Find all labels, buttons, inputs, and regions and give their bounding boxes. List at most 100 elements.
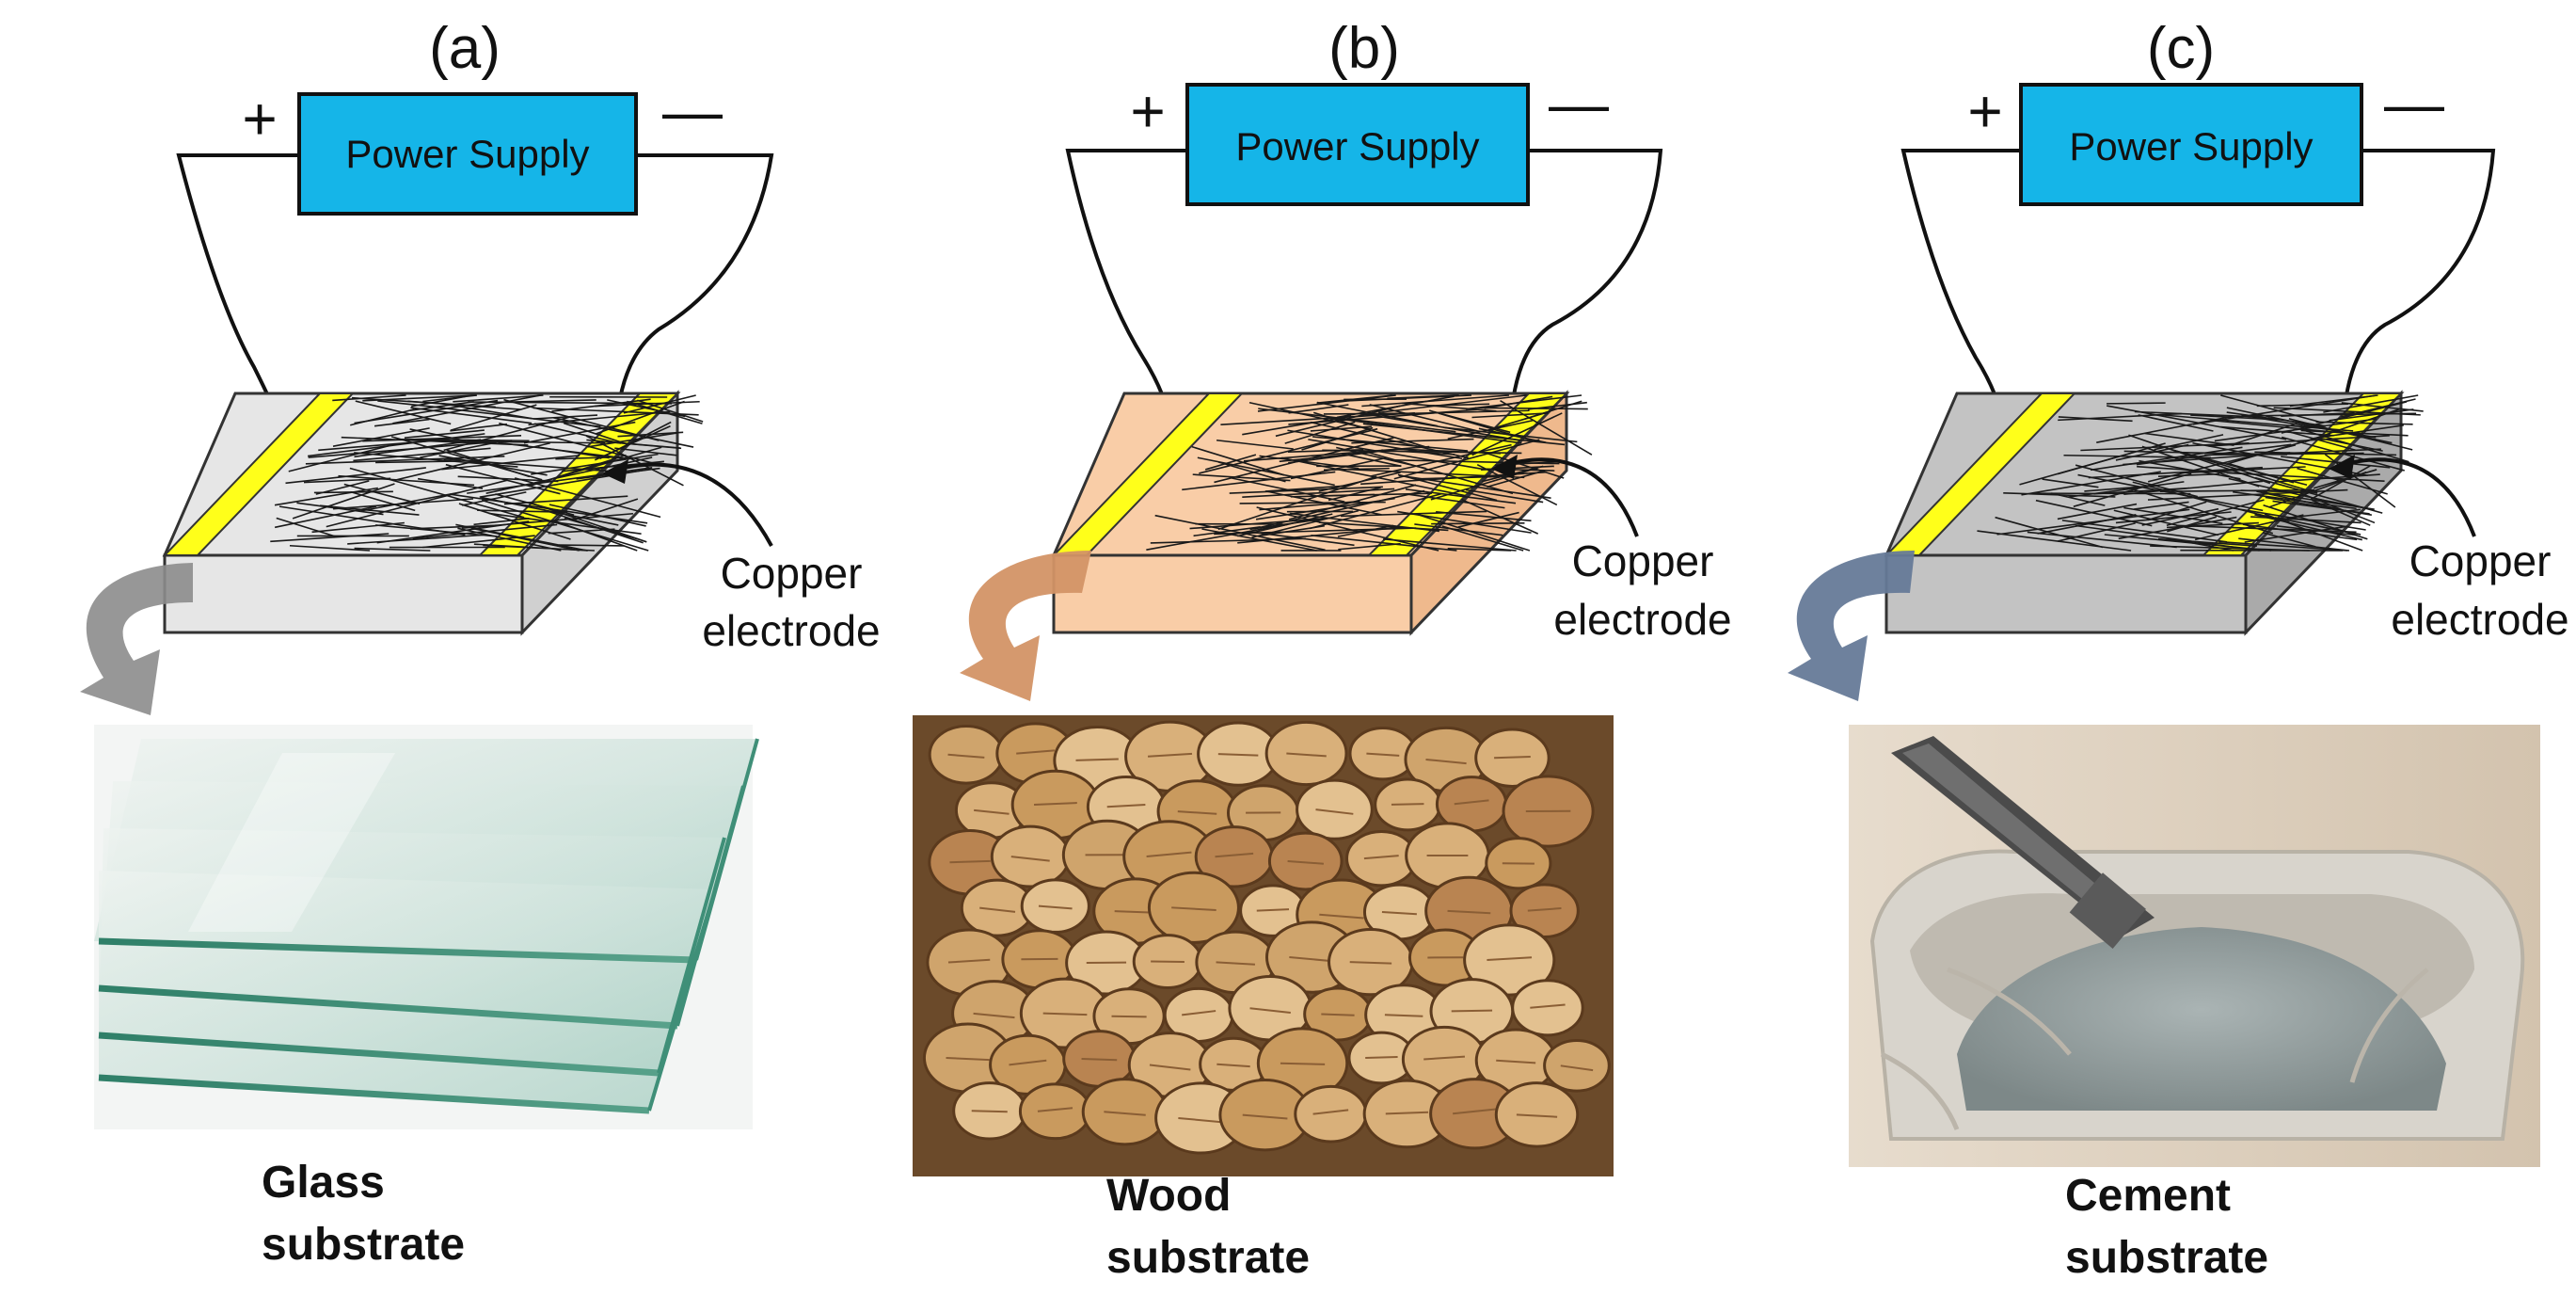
substrate-label-line2: substrate bbox=[2065, 1233, 2268, 1283]
nanowire bbox=[1308, 439, 1487, 471]
nanowire bbox=[498, 441, 630, 460]
nanowire bbox=[1247, 530, 1355, 547]
log-end bbox=[1296, 778, 1374, 840]
nanowire bbox=[2051, 492, 2106, 506]
nanowire bbox=[1284, 421, 1356, 444]
nanowire bbox=[2019, 452, 2131, 486]
nanowire bbox=[274, 487, 378, 506]
nanowire bbox=[1261, 524, 1325, 536]
power-supply-box: Power Supply bbox=[2019, 83, 2363, 206]
nanowire bbox=[2261, 448, 2381, 456]
nanowire bbox=[2311, 424, 2404, 440]
nanowire bbox=[292, 483, 395, 520]
minus-terminal: — bbox=[2384, 70, 2444, 137]
nanowire bbox=[2220, 425, 2334, 437]
nanowire bbox=[390, 436, 543, 481]
nanowire bbox=[1258, 408, 1456, 433]
log-crack bbox=[1453, 1108, 1498, 1115]
electrode-label-line1: Copper bbox=[1572, 536, 1714, 585]
nanowire bbox=[1318, 521, 1449, 532]
log-crack bbox=[1038, 904, 1073, 910]
nanowire bbox=[2115, 443, 2189, 461]
log-crack bbox=[1256, 908, 1290, 912]
nanowire bbox=[305, 456, 505, 465]
nanowire bbox=[600, 440, 681, 449]
nanowire bbox=[303, 477, 391, 484]
nanowire bbox=[2311, 499, 2371, 526]
log-crack bbox=[1216, 1063, 1250, 1068]
panel-letter: (b) bbox=[1328, 16, 1400, 81]
electrode-label-line1: Copper bbox=[721, 549, 863, 598]
curved-arrow bbox=[1788, 551, 1915, 701]
nanowire bbox=[457, 475, 559, 483]
electrode-label-line2: electrode bbox=[1553, 595, 1731, 644]
nanowire bbox=[422, 394, 477, 403]
negative-wire bbox=[614, 153, 774, 429]
minus-terminal: — bbox=[662, 77, 723, 145]
nanowire bbox=[440, 402, 533, 420]
substrate-block bbox=[1051, 390, 1593, 636]
nanowire bbox=[2133, 501, 2189, 510]
nanowire bbox=[2256, 403, 2348, 408]
positive-wire bbox=[1900, 149, 2021, 429]
nanowire bbox=[2128, 434, 2271, 485]
log-crack bbox=[1560, 1064, 1594, 1072]
log-crack bbox=[1530, 1003, 1566, 1009]
nanowire bbox=[503, 495, 628, 505]
nanowire bbox=[2192, 394, 2377, 425]
nanowire bbox=[343, 483, 421, 505]
nanowire bbox=[1500, 400, 1593, 456]
log-crack bbox=[949, 859, 991, 864]
log-crack bbox=[1516, 1113, 1558, 1118]
substrate-label-line1: Wood bbox=[1106, 1171, 1231, 1221]
log-crack bbox=[1009, 1059, 1047, 1066]
log-crack bbox=[1384, 1014, 1423, 1017]
nanowire bbox=[2042, 478, 2099, 488]
nanowire bbox=[1377, 394, 1527, 414]
nanowire bbox=[2254, 514, 2363, 541]
negative-wire bbox=[1508, 149, 1663, 429]
nanowire bbox=[2316, 437, 2383, 452]
nanowire bbox=[392, 394, 541, 424]
nanowire bbox=[351, 396, 496, 408]
nanowire bbox=[1229, 486, 1383, 494]
nanowire bbox=[278, 505, 466, 536]
nanowire bbox=[1348, 394, 1472, 402]
plus-terminal: + bbox=[242, 85, 277, 152]
nanowire bbox=[2073, 472, 2192, 507]
nanowire bbox=[1524, 400, 1582, 420]
log-crack bbox=[1146, 851, 1192, 858]
nanowire bbox=[533, 414, 598, 420]
log-crack bbox=[1391, 803, 1424, 806]
nanowire bbox=[1417, 513, 1531, 552]
power-supply-label: Power Supply bbox=[1235, 124, 1479, 168]
panel-letter: (c) bbox=[2147, 16, 2215, 81]
nanowire bbox=[2068, 481, 2185, 498]
nanowire bbox=[488, 512, 642, 535]
nanowire bbox=[585, 435, 684, 487]
nanowire bbox=[1465, 488, 1544, 504]
nanowire bbox=[409, 428, 467, 442]
nanowire bbox=[2220, 394, 2324, 424]
nanowire bbox=[404, 429, 485, 439]
nanowire bbox=[2254, 451, 2397, 456]
nanowire bbox=[1360, 471, 1547, 486]
nanowire bbox=[1192, 473, 1291, 482]
curved-arrow bbox=[960, 551, 1091, 701]
substrate-block bbox=[162, 390, 704, 636]
nanowire bbox=[1482, 451, 1565, 479]
nanowire bbox=[514, 477, 661, 519]
nanowire bbox=[473, 518, 530, 526]
log-crack bbox=[1365, 1055, 1398, 1060]
log-crack bbox=[946, 1057, 990, 1062]
nanowire bbox=[2141, 445, 2260, 488]
nanowire bbox=[523, 421, 636, 444]
log-crack bbox=[1349, 961, 1392, 965]
substrate-label-line1: Glass bbox=[262, 1158, 385, 1208]
nanowire bbox=[1290, 456, 1388, 480]
nanowire bbox=[2147, 488, 2348, 501]
nanowire bbox=[2262, 532, 2316, 548]
log-crack bbox=[973, 1012, 1015, 1019]
nanowire bbox=[2171, 448, 2318, 494]
nanowire bbox=[1381, 449, 1455, 456]
